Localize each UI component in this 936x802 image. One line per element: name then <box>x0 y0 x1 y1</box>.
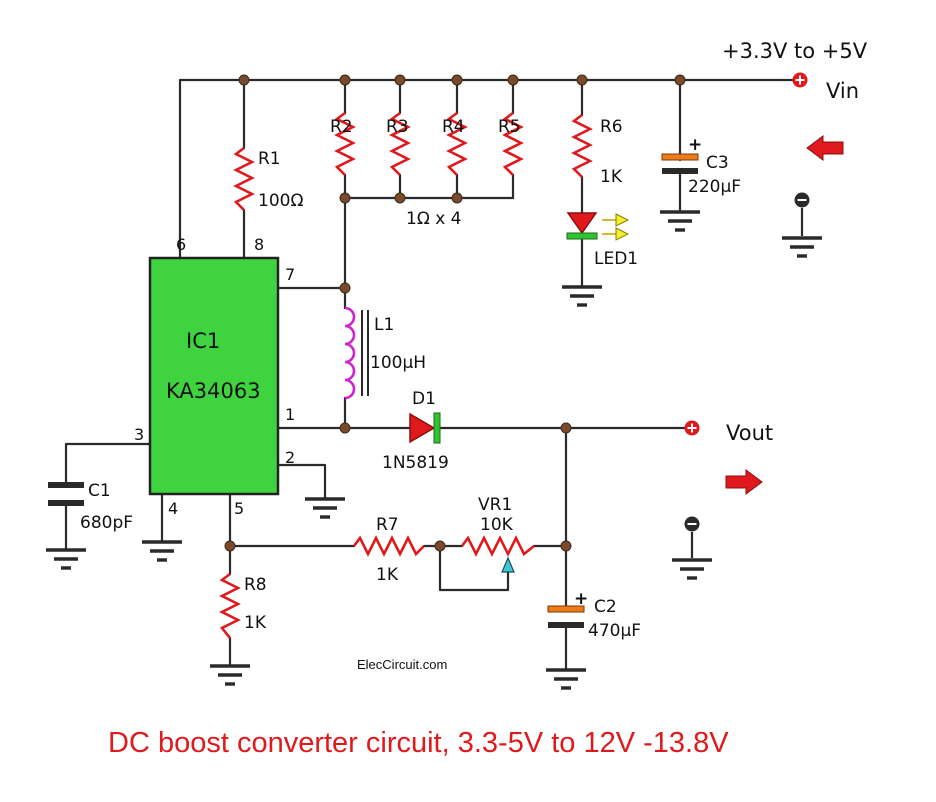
r8-ref-label: R8 <box>244 575 267 595</box>
c2-plus-sign: + <box>574 589 588 609</box>
ic-pin-1-label: 1 <box>285 405 295 424</box>
r2-ref-label: R2 <box>330 117 353 137</box>
l1-value-label: 100µH <box>370 353 426 373</box>
supply-voltage-label: +3.3V to +5V <box>722 39 868 63</box>
resistor-r5: R5 <box>498 111 524 176</box>
resistor-r3: R3 <box>386 111 411 176</box>
vout-label: Vout <box>726 421 773 445</box>
vin-label: Vin <box>826 79 859 103</box>
r8-value-label: 1K <box>244 613 267 633</box>
d1-ref-label: D1 <box>412 389 436 409</box>
ground-symbol-r8 <box>210 664 250 686</box>
c3-ref-label: C3 <box>706 153 729 173</box>
c3-value-label: 220µF <box>688 177 741 197</box>
resistor-r6: R6 1K <box>571 113 623 187</box>
ground-symbol-pin2 <box>305 497 345 519</box>
ic1-chip: IC1 KA34063 6 8 7 1 2 3 4 5 <box>134 235 295 518</box>
ic-pin-5-label: 5 <box>234 499 244 518</box>
c3-plus-sign: + <box>688 135 702 155</box>
ic-pin-3-label: 3 <box>134 425 144 444</box>
vout-negative-terminal <box>672 516 712 580</box>
r6-value-label: 1K <box>600 167 623 187</box>
vin-negative-terminal <box>782 192 822 258</box>
capacitor-c1: C1 680pF <box>48 481 133 533</box>
resistor-r7: R7 1K <box>352 515 425 585</box>
r6-ref-label: R6 <box>600 117 623 137</box>
ground-symbol-pin4 <box>142 540 182 562</box>
r7-value-label: 1K <box>376 565 399 585</box>
ic1-part-label: KA34063 <box>166 379 261 403</box>
ic-pin-4-label: 4 <box>168 499 178 518</box>
junction-dots <box>224 74 686 552</box>
potentiometer-vr1: VR1 10K <box>460 495 535 573</box>
capacitor-c3: + C3 220µF <box>661 135 741 197</box>
ground-symbol-c2 <box>546 668 586 690</box>
ground-symbol-c3 <box>660 210 700 232</box>
ground-symbol-c1 <box>46 548 86 570</box>
r3-ref-label: R3 <box>386 117 409 137</box>
inductor-l1: L1 100µH <box>344 306 426 400</box>
resistor-r4: R4 <box>442 111 468 176</box>
ground-symbol-led1 <box>562 285 602 307</box>
r1-value-label: 100Ω <box>258 191 303 211</box>
d1-part-label: 1N5819 <box>382 453 449 473</box>
credit-text: ElecCircuit.com <box>357 657 447 672</box>
diode-d1: D1 1N5819 <box>382 389 449 473</box>
led1-ref-label: LED1 <box>594 249 638 269</box>
c1-ref-label: C1 <box>88 481 111 501</box>
resistor-r2: R2 <box>330 111 356 176</box>
ic1-ref-label: IC1 <box>186 329 220 353</box>
ic-pin-8-label: 8 <box>254 235 264 254</box>
l1-ref-label: L1 <box>374 315 394 335</box>
c2-value-label: 470µF <box>588 621 641 641</box>
input-arrow-icon <box>806 135 844 161</box>
led-led1: LED1 <box>566 212 638 269</box>
ic-pin-6-label: 6 <box>176 235 186 254</box>
c1-value-label: 680pF <box>80 513 133 533</box>
capacitor-c2: + C2 470µF <box>547 589 641 641</box>
vr1-ref-label: VR1 <box>478 495 512 515</box>
r5-ref-label: R5 <box>498 117 521 137</box>
r1-ref-label: R1 <box>258 149 281 169</box>
sense-resistors-note: 1Ω x 4 <box>406 209 462 229</box>
ic-pin-2-label: 2 <box>285 448 295 467</box>
vr1-value-label: 10K <box>480 515 514 535</box>
pot-wiper-arrow <box>501 556 515 573</box>
ic-pin-7-label: 7 <box>285 265 295 284</box>
resistor-r8: R8 1K <box>219 572 267 639</box>
diagram-caption: DC boost converter circuit, 3.3-5V to 12… <box>108 727 729 759</box>
vout-positive-terminal <box>684 420 700 436</box>
vin-positive-terminal <box>792 72 808 88</box>
c2-ref-label: C2 <box>594 597 617 617</box>
resistor-r1: R1 100Ω <box>233 146 303 211</box>
output-arrow-icon <box>725 469 763 495</box>
r4-ref-label: R4 <box>442 117 465 137</box>
r7-ref-label: R7 <box>376 515 399 535</box>
